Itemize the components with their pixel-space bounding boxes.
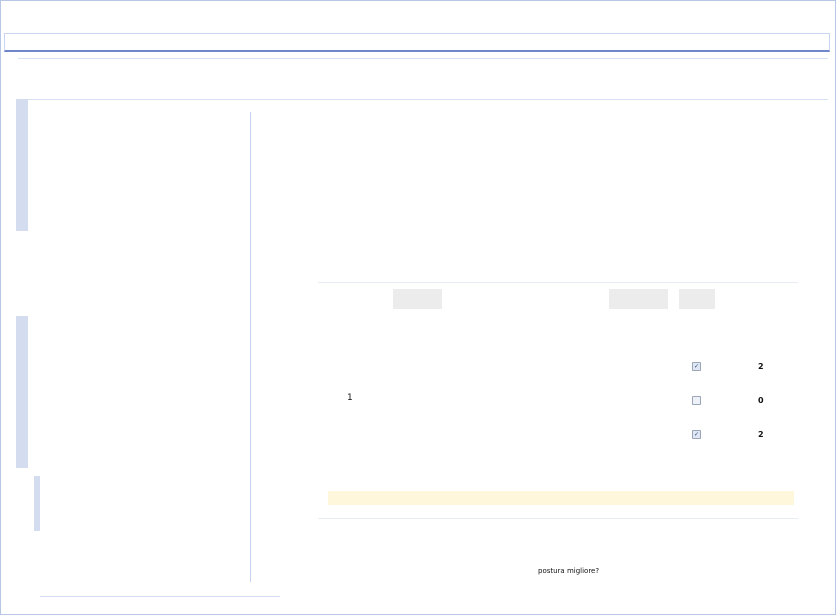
secondary-toolbar bbox=[18, 58, 828, 100]
table-header-cell bbox=[609, 289, 668, 309]
footer-divider bbox=[40, 596, 280, 597]
group-number: 1 bbox=[347, 393, 353, 403]
row-count: 2 bbox=[758, 430, 764, 439]
sidebar-section bbox=[16, 316, 28, 468]
sidebar-section bbox=[34, 476, 40, 531]
table-header-cell bbox=[679, 289, 715, 309]
row-checkbox[interactable] bbox=[692, 396, 701, 405]
row-count: 2 bbox=[758, 362, 764, 371]
row-checkbox[interactable]: ✓ bbox=[692, 362, 701, 371]
row-count: 0 bbox=[758, 396, 764, 405]
highlighted-row bbox=[328, 491, 794, 505]
table-header-cell bbox=[393, 289, 442, 309]
question-label: postura migliore? bbox=[538, 567, 600, 575]
row-checkbox[interactable]: ✓ bbox=[692, 430, 701, 439]
divider bbox=[318, 282, 798, 283]
left-panel bbox=[42, 112, 251, 582]
top-toolbar bbox=[4, 33, 830, 52]
sidebar-section bbox=[16, 99, 28, 231]
divider bbox=[318, 518, 798, 519]
